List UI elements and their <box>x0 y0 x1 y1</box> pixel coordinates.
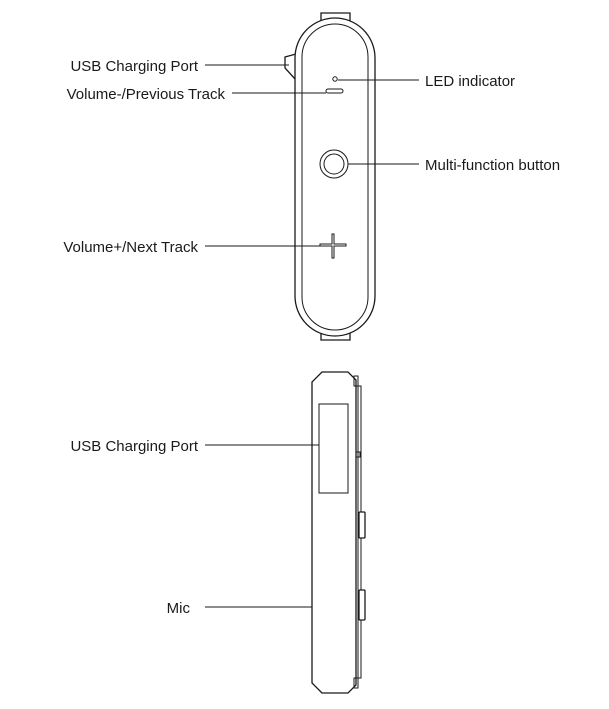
side-button-upper <box>358 511 366 539</box>
front-outer-shell <box>294 17 376 337</box>
led-indicator-icon <box>332 76 338 82</box>
label-usb-charging-port-side: USB Charging Port <box>70 438 198 455</box>
side-view <box>311 371 366 694</box>
volume-minus-button <box>325 88 344 94</box>
label-led-indicator: LED indicator <box>425 73 515 90</box>
side-outer-body <box>311 371 357 694</box>
label-multi-function-button: Multi-function button <box>425 157 560 174</box>
side-nub-bottom <box>353 677 359 689</box>
label-volume-plus: Volume+/Next Track <box>63 239 198 256</box>
volume-plus-button <box>319 233 347 259</box>
label-volume-minus: Volume-/Previous Track <box>67 86 226 103</box>
side-nub-top <box>353 375 359 387</box>
front-view <box>284 12 376 341</box>
front-inner-outline <box>301 23 369 331</box>
side-usb-port-opening <box>318 403 349 494</box>
side-small-marker <box>355 451 361 458</box>
label-usb-charging-port-front: USB Charging Port <box>70 58 198 75</box>
front-usb-port-flap <box>284 53 297 81</box>
label-mic: Mic <box>167 600 191 617</box>
multi-function-button-inner <box>323 153 345 175</box>
side-button-lower <box>358 589 366 621</box>
